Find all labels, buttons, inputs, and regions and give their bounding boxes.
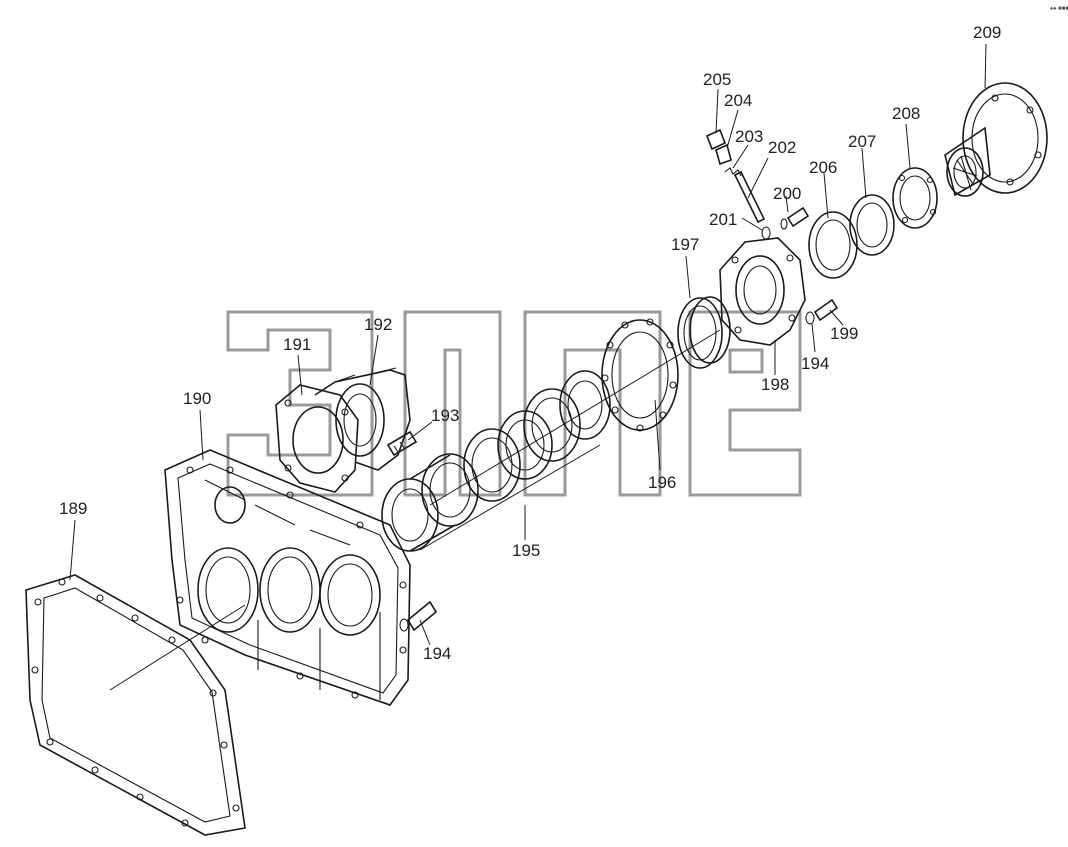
label-201: 201 [709, 210, 737, 229]
label-189: 189 [59, 499, 87, 518]
label-194-upper: 194 [801, 354, 829, 373]
part-195-bearing-set [381, 370, 611, 552]
part-201-washer [761, 226, 771, 240]
label-192: 192 [364, 315, 392, 334]
label-203: 203 [735, 127, 763, 146]
part-204-plug [715, 143, 732, 166]
watermark [226, 310, 802, 497]
part-labels: 189 190 191 192 193 194 195 196 197 198 … [59, 6, 1068, 663]
leader-lines [69, 43, 987, 691]
label-209: 209 [973, 23, 1001, 42]
part-202-pin [733, 170, 766, 224]
shaft-axis-line [429, 329, 721, 506]
label-205: 205 [703, 70, 731, 89]
corner-mark: ♠♠ ■■■ [1050, 6, 1068, 12]
part-206-seal [808, 211, 858, 279]
label-206: 206 [809, 158, 837, 177]
label-208: 208 [892, 104, 920, 123]
part-196-ring [601, 318, 679, 432]
part-208-shield [892, 167, 938, 229]
label-196: 196 [648, 473, 676, 492]
part-198-cap [719, 237, 806, 346]
label-195: 195 [512, 541, 540, 560]
part-203-spring [724, 167, 742, 177]
label-198: 198 [761, 375, 789, 394]
label-204: 204 [724, 91, 752, 110]
part-193-bolt [386, 430, 418, 457]
part-207-ring [849, 194, 895, 256]
part-194-nut-upper [805, 311, 815, 325]
label-191: 191 [283, 335, 311, 354]
part-189-gasket [25, 574, 246, 836]
label-194-lower: 194 [423, 644, 451, 663]
label-197: 197 [671, 235, 699, 254]
label-202: 202 [768, 138, 796, 157]
part-194-bolt-lower [399, 600, 438, 632]
part-190-housing [164, 449, 411, 706]
part-199-bolt [813, 298, 839, 322]
label-190: 190 [183, 389, 211, 408]
part-200-bolt [780, 206, 810, 230]
part-192-cover [314, 367, 411, 471]
label-199: 199 [830, 324, 858, 343]
label-193: 193 [431, 406, 459, 425]
label-207: 207 [848, 132, 876, 151]
part-191-flange [275, 384, 359, 493]
label-200: 200 [773, 184, 801, 203]
part-209-flange [944, 82, 1048, 197]
